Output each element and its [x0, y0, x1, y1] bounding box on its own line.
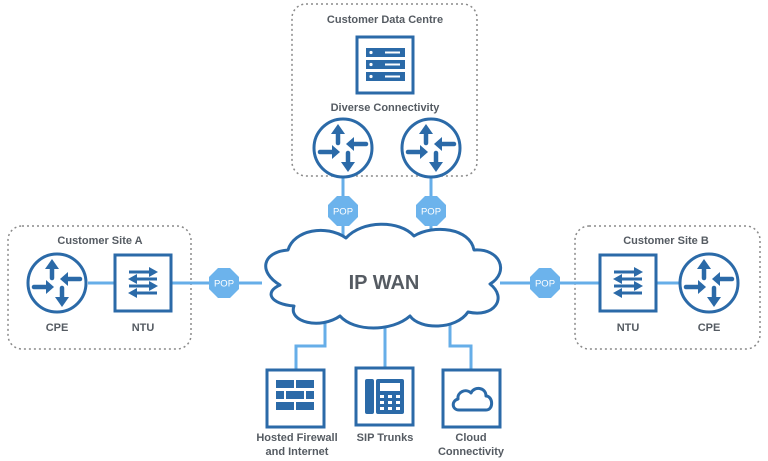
- cloud-icon: [441, 368, 502, 429]
- router-icon: [312, 117, 374, 179]
- site-a-group-box: [7, 225, 192, 350]
- server-icon: [355, 35, 415, 95]
- pop-diamond: POP: [328, 196, 358, 226]
- site-b-ntu-label: NTU: [617, 322, 640, 334]
- pop-label: POP: [535, 279, 555, 290]
- ntu-switch-icon: [113, 253, 173, 313]
- site-a-ntu-label: NTU: [132, 322, 155, 334]
- site-a-cpe-label: CPE: [46, 322, 69, 334]
- pop-diamond: POP: [530, 268, 560, 298]
- cloud-caption-line1: Cloud: [455, 432, 486, 444]
- ip-wan-label: IP WAN: [349, 272, 420, 294]
- site-b-group-box: [574, 225, 761, 350]
- site-b-cpe-label: CPE: [698, 322, 721, 334]
- cloud-caption-line2: Connectivity: [438, 446, 505, 458]
- data-centre-title: Customer Data Centre: [327, 14, 443, 26]
- data-centre-group-box: [291, 3, 478, 177]
- ntu-switch-icon: [598, 253, 658, 313]
- firewall-caption-line1: Hosted Firewall: [256, 432, 337, 444]
- diverse-connectivity-caption: Diverse Connectivity: [331, 102, 441, 114]
- router-icon: [400, 117, 462, 179]
- firewall-caption-line2: and Internet: [266, 446, 329, 458]
- cpe-router-icon: [678, 252, 740, 314]
- site-a-title: Customer Site A: [57, 235, 142, 247]
- pop-label: POP: [421, 207, 441, 218]
- pop-label: POP: [214, 279, 234, 290]
- sip-trunks-caption: SIP Trunks: [357, 432, 414, 444]
- ip-wan-cloud: [264, 222, 503, 330]
- firewall-icon: [265, 368, 326, 429]
- phone-icon: [354, 366, 415, 427]
- cpe-router-icon: [26, 252, 88, 314]
- pop-diamond: POP: [416, 196, 446, 226]
- pop-diamond: POP: [209, 268, 239, 298]
- pop-label: POP: [333, 207, 353, 218]
- site-b-title: Customer Site B: [623, 235, 709, 247]
